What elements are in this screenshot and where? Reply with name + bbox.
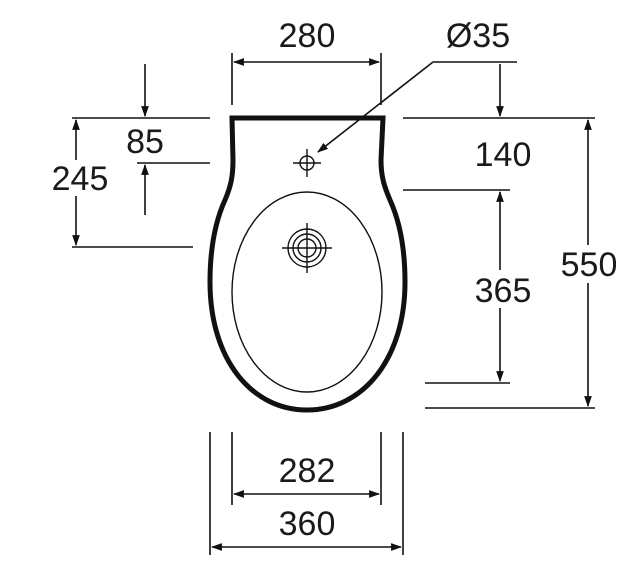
dim-hole-diameter: Ø35 (317, 17, 517, 153)
dim-bottom: 282 360 (209, 432, 404, 555)
dim-right-top-label: 140 (475, 136, 532, 174)
dim-left-large-label: 245 (52, 160, 109, 198)
dim-bottom-outer-label: 360 (279, 505, 336, 543)
dim-right-middle-label: 365 (475, 272, 532, 310)
dim-hole-diameter-label: Ø35 (446, 17, 510, 55)
dim-top-width: 280 (231, 17, 382, 105)
dim-bottom-inner-label: 282 (279, 452, 336, 490)
drain-hole-icon (282, 223, 332, 273)
dim-top-width-label: 280 (279, 17, 336, 55)
dim-right: 140 365 550 (403, 64, 626, 409)
tap-hole-icon (293, 149, 321, 177)
dim-right-total-label: 550 (561, 246, 618, 284)
bowl-rim (231, 191, 383, 393)
dim-left-small-label: 85 (126, 123, 164, 161)
dim-left: 85 245 (46, 64, 210, 248)
